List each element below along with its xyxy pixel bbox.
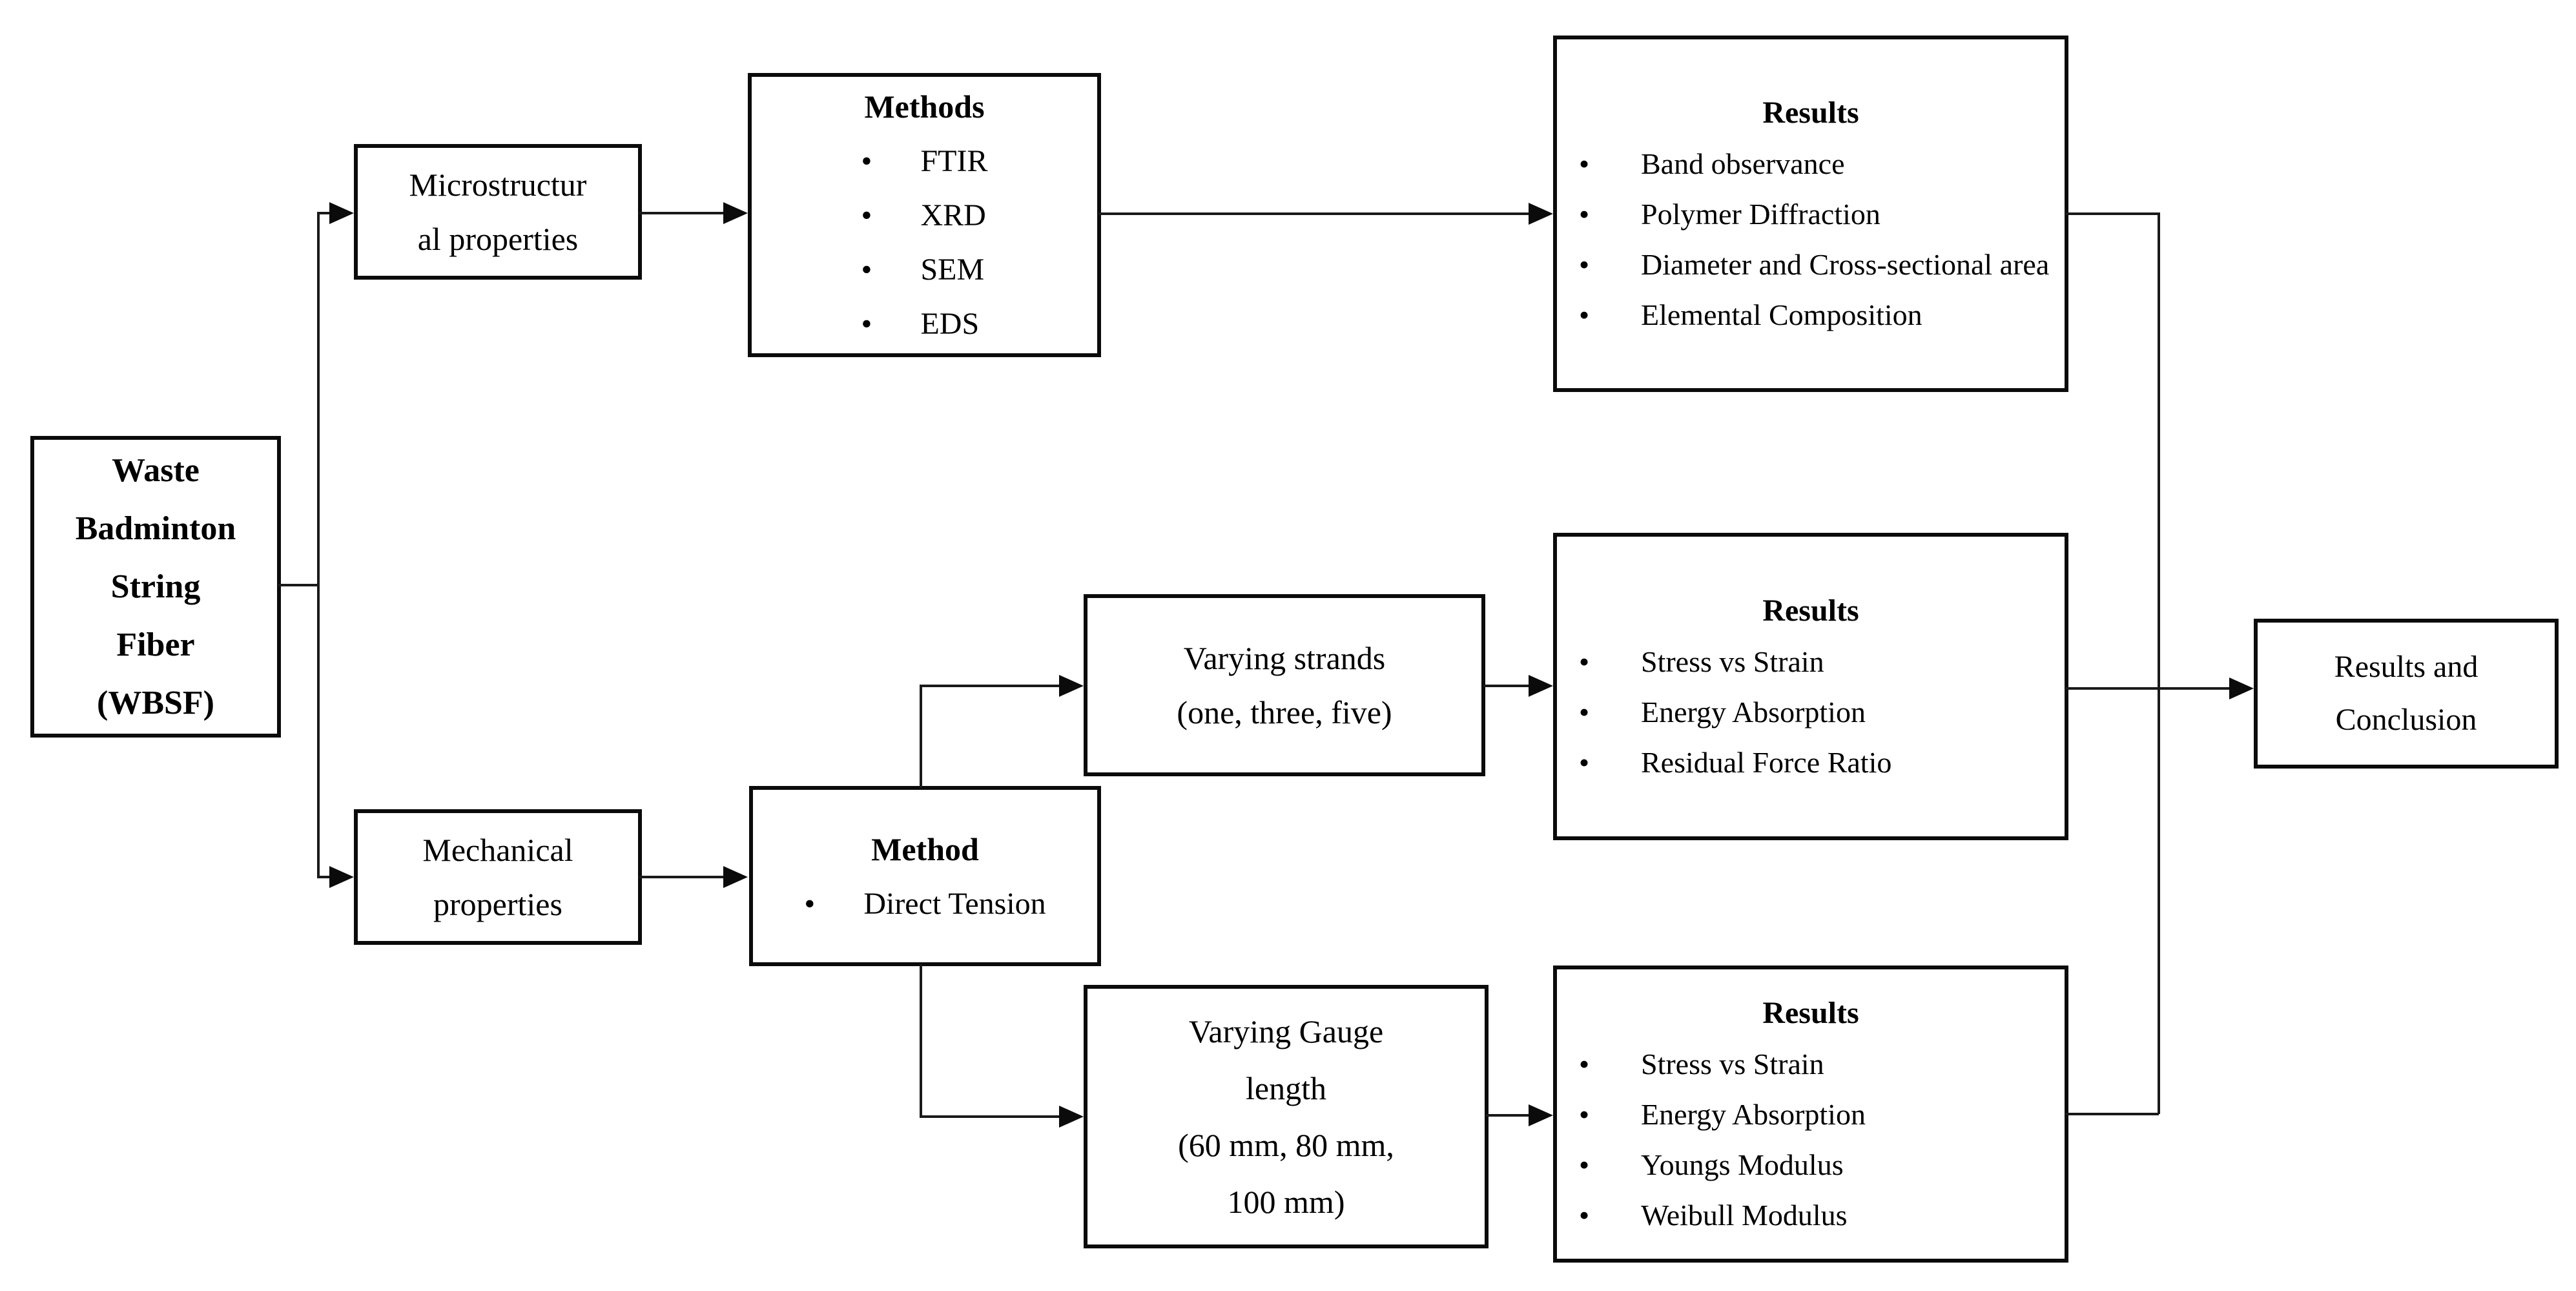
node-varying-gauge-line: Varying Gauge (1188, 1013, 1384, 1049)
list-item: • Weibull Modulus (1579, 1190, 2052, 1241)
node-conclusion-line: Results and (2334, 650, 2478, 684)
node-methods: Methods • FTIR • XRD • SEM • EDS (748, 73, 1101, 357)
list-item: • Elemental Composition (1579, 290, 2052, 340)
list-item: • Energy Absorption (1579, 1090, 2052, 1140)
bullet-icon: • (1579, 1098, 1590, 1131)
bullet-icon: • (861, 144, 872, 178)
bullet-icon: • (1579, 248, 1590, 281)
list-item: • XRD (861, 189, 985, 243)
node-mechanical-line: Mechanical (422, 832, 573, 868)
connector-wbsf-stub (278, 584, 320, 586)
node-wbsf: Waste Badminton String Fiber (WBSF) (30, 436, 281, 738)
connector-method-down-vertical (920, 964, 922, 1118)
bullet-icon: • (861, 198, 872, 232)
node-wbsf-line: Fiber (116, 626, 195, 663)
results-title: Results (1762, 594, 1859, 628)
arrowhead-into-varying-gauge (1059, 1106, 1084, 1128)
connector-branch-to-mechanical (317, 876, 333, 878)
results-title: Results (1762, 96, 1859, 130)
arrowhead-into-microstructural (329, 202, 354, 224)
bullet-icon: • (1579, 298, 1590, 331)
list-item: • FTIR (861, 134, 987, 189)
bullet-icon: • (804, 886, 816, 921)
connector-method-up-vertical (920, 685, 922, 788)
bullet-icon: • (1579, 696, 1590, 728)
arrowhead-into-method (723, 866, 748, 888)
list-item: • EDS (861, 297, 979, 351)
node-wbsf-line: (WBSF) (97, 684, 214, 721)
node-mechanical-line: properties (433, 886, 562, 922)
bullet-icon: • (1579, 1048, 1590, 1080)
bullet-icon: • (861, 307, 872, 341)
list-item: • Residual Force Ratio (1579, 738, 2052, 788)
arrowhead-into-results-bottom (1529, 1104, 1553, 1126)
connector-gauge-to-results (1486, 1114, 1530, 1117)
node-microstructural-line: al properties (417, 221, 579, 257)
connector-mechanical-to-method (639, 876, 726, 878)
node-varying-strands-line: (one, three, five) (1177, 694, 1392, 730)
bullet-icon: • (1579, 147, 1590, 180)
node-results-microstructural: Results • Band observance • Polymer Diff… (1553, 36, 2068, 392)
list-item: • Stress vs Strain (1579, 637, 2052, 687)
node-wbsf-line: String (110, 568, 201, 605)
node-varying-gauge-line: length (1246, 1070, 1326, 1106)
arrowhead-into-conclusion (2229, 677, 2254, 699)
connector-to-varying-strands (920, 685, 1062, 687)
bullet-icon: • (1579, 746, 1590, 779)
bullet-icon: • (861, 253, 872, 287)
arrowhead-into-results-top (1529, 203, 1553, 225)
results-list: • Stress vs Strain • Energy Absorption •… (1557, 637, 2065, 788)
node-results-gauge: Results • Stress vs Strain • Energy Abso… (1553, 966, 2068, 1263)
arrowhead-into-varying-strands (1059, 675, 1084, 697)
bullet-icon: • (1579, 645, 1590, 678)
node-varying-gauge-line: (60 mm, 80 mm, (1178, 1127, 1394, 1163)
node-mechanical-properties: Mechanical properties (354, 809, 642, 945)
connector-to-varying-gauge (920, 1115, 1062, 1118)
list-item: • Band observance (1579, 139, 2052, 189)
connector-results-top-out (2065, 212, 2159, 215)
node-varying-gauge-line: 100 mm) (1227, 1184, 1345, 1220)
results-list: • Band observance • Polymer Diffraction … (1557, 139, 2065, 340)
bullet-icon: • (1579, 1199, 1590, 1232)
arrowhead-into-mechanical (329, 866, 354, 888)
list-item: • Direct Tension (804, 877, 1046, 931)
method-list: • Direct Tension (804, 877, 1046, 931)
arrowhead-into-results-middle (1529, 675, 1553, 697)
arrowhead-into-methods (723, 202, 748, 224)
results-title: Results (1762, 996, 1859, 1030)
connector-strands-to-results (1483, 685, 1530, 687)
bullet-icon: • (1579, 198, 1590, 231)
node-results-strands: Results • Stress vs Strain • Energy Abso… (1553, 533, 2068, 840)
node-varying-gauge-length: Varying Gauge length (60 mm, 80 mm, 100 … (1084, 985, 1489, 1248)
connector-results-bottom-out (2065, 1113, 2159, 1115)
results-list: • Stress vs Strain • Energy Absorption •… (1557, 1039, 2065, 1241)
node-wbsf-line: Badminton (75, 510, 236, 547)
list-item: • Stress vs Strain (1579, 1039, 2052, 1090)
methods-title: Methods (864, 88, 985, 125)
node-varying-strands: Varying strands (one, three, five) (1084, 594, 1485, 776)
connector-results-middle-to-conclusion (2065, 687, 2231, 690)
bullet-icon: • (1579, 1148, 1590, 1181)
list-item: • Polymer Diffraction (1579, 189, 2052, 240)
connector-micro-to-methods (639, 212, 726, 214)
node-wbsf-line: Waste (112, 451, 200, 489)
node-microstructural-properties: Microstructur al properties (354, 144, 642, 280)
list-item: • Energy Absorption (1579, 687, 2052, 738)
list-item: • SEM (861, 243, 984, 297)
connector-left-branch-vertical (317, 212, 320, 878)
connector-collector-vertical (2158, 212, 2160, 1114)
list-item: • Youngs Modulus (1579, 1140, 2052, 1190)
node-varying-strands-line: Varying strands (1183, 640, 1386, 676)
node-results-and-conclusion: Results and Conclusion (2254, 619, 2559, 769)
node-conclusion-line: Conclusion (2335, 703, 2477, 737)
connector-methods-to-results (1098, 212, 1531, 215)
node-method-direct-tension: Method • Direct Tension (749, 786, 1101, 966)
method-title: Method (871, 831, 979, 867)
node-microstructural-line: Microstructur (409, 167, 587, 203)
list-item: • Diameter and Cross-sectional area (1579, 240, 2052, 290)
methods-list: • FTIR • XRD • SEM • EDS (861, 134, 987, 351)
connector-branch-to-microstructural (317, 212, 333, 214)
